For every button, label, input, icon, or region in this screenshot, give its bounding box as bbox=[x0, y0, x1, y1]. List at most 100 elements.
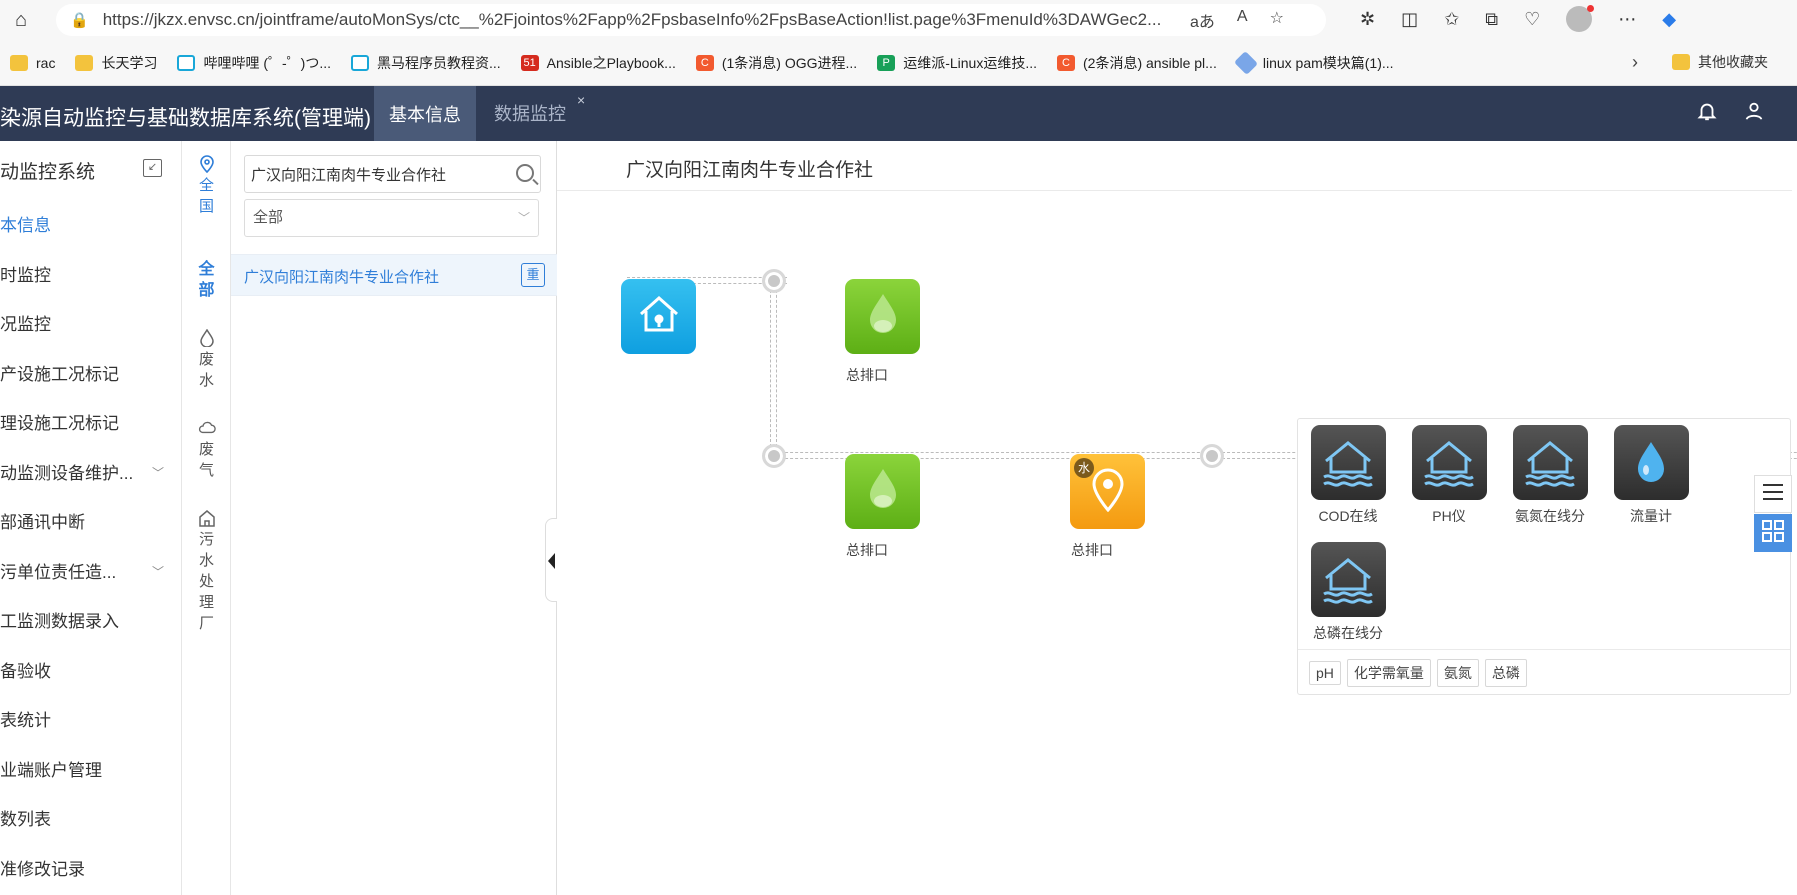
chevron-down-icon: ﹀ bbox=[152, 564, 165, 579]
sidebar-item-device-acceptance[interactable]: 备验收 bbox=[0, 661, 51, 681]
junction-node[interactable] bbox=[762, 269, 786, 293]
location-pin-icon bbox=[198, 155, 216, 174]
close-icon[interactable]: × bbox=[577, 92, 586, 108]
bookmark-rac[interactable]: rac bbox=[10, 54, 55, 71]
water-drop-icon bbox=[1613, 425, 1689, 500]
search-icon[interactable] bbox=[516, 164, 534, 182]
enterprise-house-icon bbox=[637, 294, 681, 339]
sidebar-item-basic-info[interactable]: 本信息 bbox=[0, 216, 51, 235]
font-icon[interactable]: A bbox=[1236, 8, 1248, 25]
bookmark-bilibili[interactable]: 哔哩哔哩 (゜-゜)つ... bbox=[177, 53, 331, 73]
sidebar-item-treatment-facility-mark[interactable]: 理设施工况标记 bbox=[0, 414, 119, 433]
url-text: https://jkzx.envsc.cn/jointframe/autoMon… bbox=[102, 10, 1162, 29]
lock-icon[interactable]: 🔒 bbox=[70, 12, 89, 29]
tag-ammonia[interactable]: 氨氮 bbox=[1436, 658, 1479, 687]
house-icon bbox=[198, 509, 216, 527]
bookmark-linux-pam[interactable]: linux pam模块篇(1)... bbox=[1233, 50, 1394, 75]
sidebar-title: 动监控系统 bbox=[0, 162, 96, 183]
sidebar-item-condition-monitor[interactable]: 况监控 bbox=[0, 315, 51, 334]
device-ammonia[interactable]: 氨氮在线分 bbox=[1500, 425, 1600, 526]
split-screen-icon[interactable]: ◫ bbox=[1401, 8, 1419, 29]
key-enterprise-badge: 重 bbox=[521, 263, 545, 287]
yunweipai-icon: P bbox=[877, 54, 896, 71]
sidebar-item-standard-change-log[interactable]: 准修改记录 bbox=[0, 859, 85, 879]
list-view-button[interactable] bbox=[1754, 475, 1792, 513]
filter-national[interactable]: 全国 bbox=[182, 155, 231, 217]
filter-all[interactable]: 全部 bbox=[198, 261, 215, 299]
performance-icon[interactable]: ♡ bbox=[1524, 8, 1541, 29]
filter-wastegas[interactable]: 废气 bbox=[182, 419, 231, 481]
sidebar-item-account-management[interactable]: 业端账户管理 bbox=[0, 760, 102, 780]
more-menu-icon[interactable]: ⋯ bbox=[1618, 8, 1637, 29]
water-drop-icon bbox=[865, 292, 901, 341]
outlet-node[interactable] bbox=[845, 279, 920, 354]
grid-icon bbox=[1762, 519, 1784, 547]
bookmark-ansible-pl[interactable]: C(2条消息) ansible pl... bbox=[1057, 53, 1217, 73]
sidebar-item-report-statistics[interactable]: 表统计 bbox=[0, 711, 51, 730]
browser-extensions: ✲ ◫ ✩ ⧉ ♡ ⋯ ◆ bbox=[1360, 5, 1677, 32]
device-ph[interactable]: PH仪 bbox=[1399, 425, 1499, 526]
collections-icon[interactable]: ⧉ bbox=[1485, 8, 1499, 29]
read-aloud-icon[interactable]: aあ bbox=[1190, 14, 1215, 31]
sidebar-item-manual-data-entry[interactable]: 工监测数据录入 bbox=[0, 612, 119, 631]
tag-cod[interactable]: 化学需氧量 bbox=[1346, 658, 1431, 687]
enterprise-node[interactable] bbox=[621, 279, 696, 354]
chevron-right-icon[interactable]: › bbox=[1632, 52, 1638, 72]
collapse-sidebar-icon[interactable]: ↙ bbox=[143, 159, 162, 177]
bilibili-icon bbox=[177, 54, 196, 71]
home-icon[interactable]: ⌂ bbox=[14, 8, 28, 31]
sidebar-item-device-maintenance[interactable]: 动监测设备维护...﹀ bbox=[0, 449, 182, 499]
tab-data-monitor[interactable]: 数据监控 bbox=[494, 104, 566, 124]
device-flowmeter[interactable]: 流量计 bbox=[1601, 425, 1701, 526]
bookmark-changtian[interactable]: 长天学习 bbox=[75, 53, 157, 73]
device-phosphorus[interactable]: 总磷在线分 bbox=[1298, 542, 1398, 643]
tag-phosphorus[interactable]: 总磷 bbox=[1484, 658, 1527, 687]
favorite-star-icon[interactable]: ☆ bbox=[1269, 10, 1284, 27]
house-water-icon bbox=[1310, 542, 1386, 617]
sidebar-item-parameter-list[interactable]: 数列表 bbox=[0, 810, 51, 829]
bell-icon[interactable] bbox=[1696, 100, 1718, 128]
tag-ph[interactable]: pH bbox=[1309, 660, 1341, 685]
type-select[interactable]: 全部 ﹀ bbox=[244, 199, 539, 237]
chevron-down-icon: ﹀ bbox=[518, 211, 531, 225]
cube-icon bbox=[1233, 50, 1258, 75]
sidebar-item-responsibility[interactable]: 污单位责任造...﹀ bbox=[0, 548, 182, 598]
sidebar-item-comm-interruption[interactable]: 部通讯中断 bbox=[0, 513, 85, 532]
connector-line bbox=[770, 280, 777, 452]
search-input[interactable] bbox=[251, 156, 491, 192]
monitored-outlet-node[interactable]: 水 bbox=[1070, 454, 1145, 529]
junction-node[interactable] bbox=[1200, 444, 1224, 468]
outlet-node[interactable] bbox=[845, 454, 920, 529]
grid-view-button[interactable] bbox=[1754, 514, 1792, 552]
sidebar-item-realtime-monitor[interactable]: 时监控 bbox=[0, 265, 51, 285]
filter-sewage-plant[interactable]: 污水处理厂 bbox=[182, 509, 231, 634]
collapse-panel-handle[interactable] bbox=[545, 518, 557, 602]
tab-basic-info[interactable]: 基本信息 bbox=[374, 86, 476, 141]
app-header: 染源自动监控与基础数据库系统(管理端) 基本信息 数据监控 × bbox=[0, 86, 1797, 141]
device-cod[interactable]: COD在线 bbox=[1298, 425, 1398, 526]
site-51-icon: 51 bbox=[520, 54, 539, 71]
connector-line bbox=[770, 452, 1230, 459]
bookmark-other-folder[interactable]: 其他收藏夹 bbox=[1672, 52, 1768, 72]
address-bar[interactable]: 🔒 https://jkzx.envsc.cn/jointframe/autoM… bbox=[56, 4, 1326, 36]
favorites-icon[interactable]: ✩ bbox=[1444, 8, 1460, 29]
sidebar-menu: 本信息 时监控 况监控 产设施工况标记 理设施工况标记 动监测设备维护...﹀ … bbox=[0, 201, 182, 894]
csdn-icon: C bbox=[1057, 54, 1076, 71]
user-icon[interactable] bbox=[1743, 100, 1765, 128]
list-item[interactable]: 广汉向阳江南肉牛专业合作社 重 bbox=[231, 254, 557, 296]
bookmark-heima[interactable]: 黑马程序员教程资... bbox=[351, 53, 501, 73]
flow-diagram: 总排口 总排口 水 总排口 bbox=[557, 191, 1797, 895]
enterprise-name: 广汉向阳江南肉牛专业合作社 bbox=[244, 269, 440, 286]
filter-wastewater[interactable]: 废水 bbox=[182, 328, 231, 391]
copilot-icon[interactable]: ◆ bbox=[1662, 8, 1677, 29]
sidebar-item-production-facility-mark[interactable]: 产设施工况标记 bbox=[0, 364, 119, 384]
bookmark-ogg[interactable]: C(1条消息) OGG进程... bbox=[695, 53, 857, 73]
profile-avatar[interactable] bbox=[1566, 5, 1595, 32]
junction-node[interactable] bbox=[762, 444, 786, 468]
csdn-icon: C bbox=[695, 54, 714, 71]
extensions-icon[interactable]: ✲ bbox=[1360, 8, 1376, 29]
house-water-icon bbox=[1310, 425, 1386, 500]
